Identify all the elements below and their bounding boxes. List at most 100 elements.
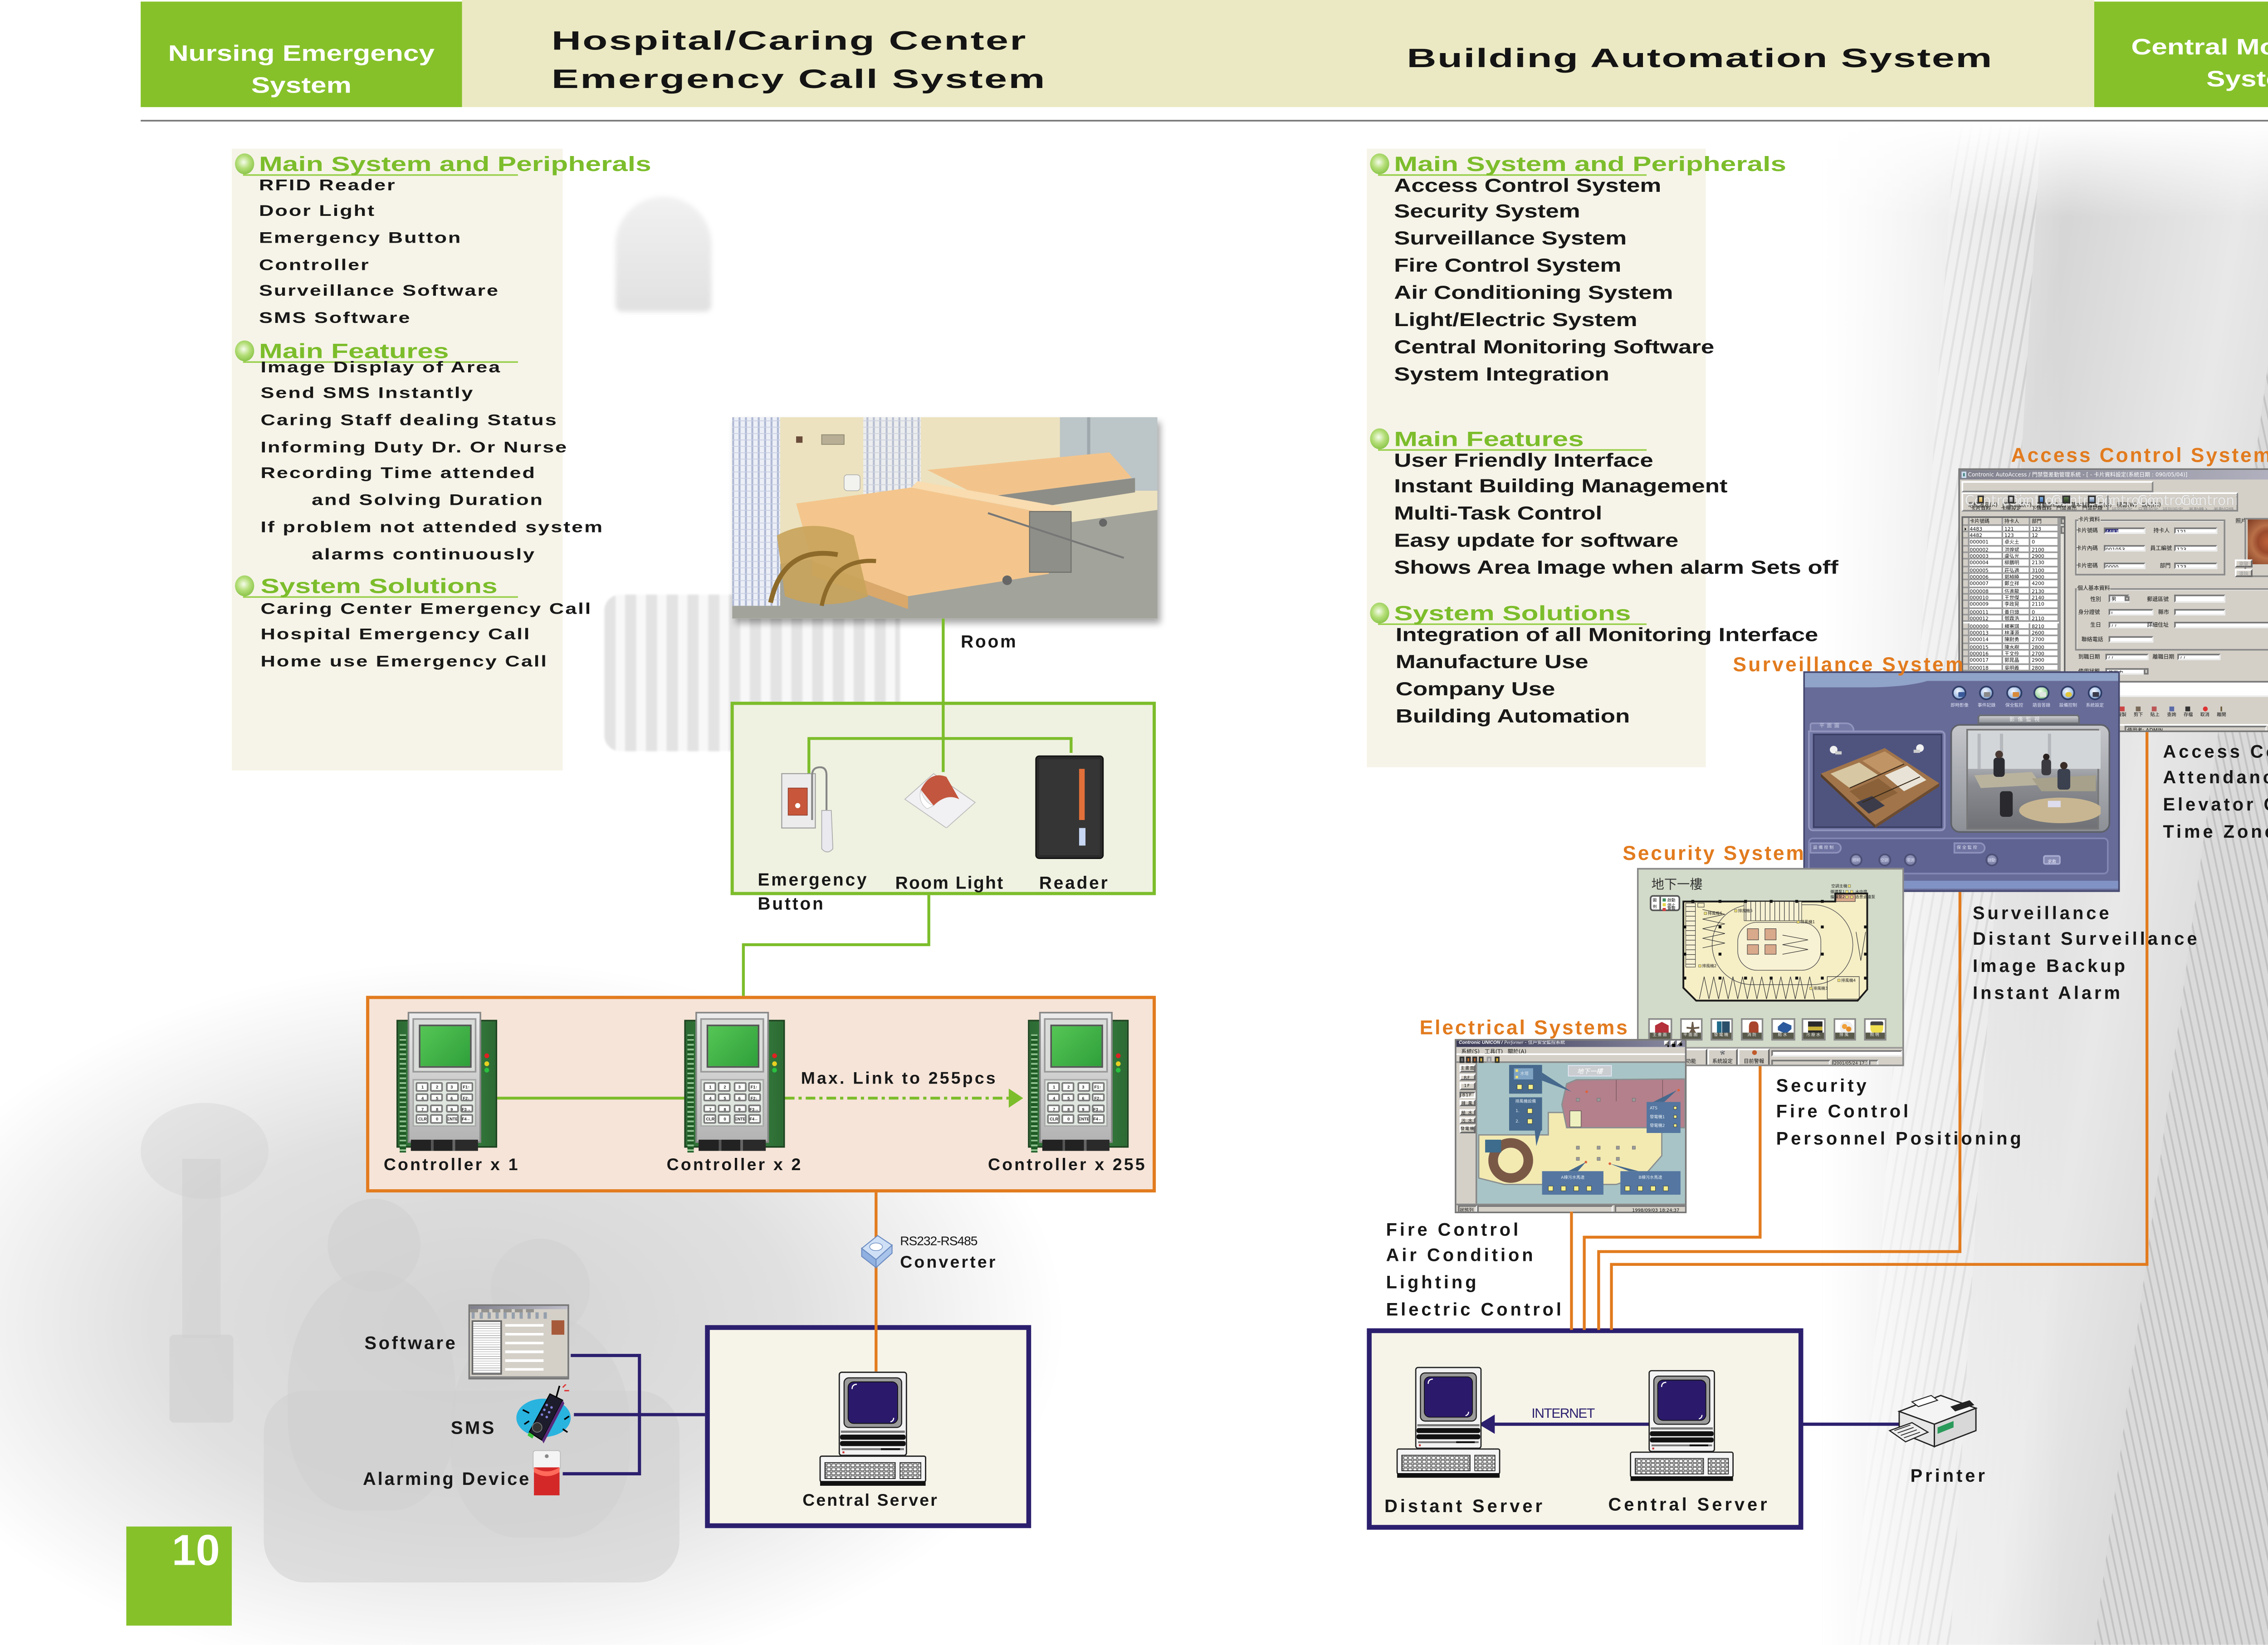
help-icon[interactable] <box>1494 1057 1500 1063</box>
system-settings-icon[interactable] <box>2087 686 2102 701</box>
clear-photo-button[interactable]: 清除 <box>2235 568 2253 577</box>
sidebar-button[interactable]: 給 水 <box>1458 1108 1476 1116</box>
toolbar-icon[interactable] <box>1458 1057 1465 1063</box>
sidebar-button[interactable]: 污 水 <box>1458 1117 1476 1125</box>
keypad-key[interactable]: 9 <box>733 1103 746 1113</box>
keypad-key[interactable]: ENTER <box>733 1114 746 1123</box>
birthday-input[interactable]: / / <box>2108 621 2154 629</box>
column-header[interactable]: 卡片號碼 <box>1969 517 2004 526</box>
security-monitor-icon[interactable] <box>2007 686 2022 701</box>
column-header[interactable]: 部門 <box>2031 517 2059 526</box>
menu-item[interactable]: 視窗(W) <box>2116 502 2137 508</box>
keypad-key[interactable]: F1↑ <box>459 1083 473 1092</box>
keypad-key[interactable]: F3→ <box>748 1103 761 1113</box>
exit-button[interactable]: 離開 <box>2213 706 2230 720</box>
id-number-input[interactable]: L <box>2108 608 2154 616</box>
keypad-key[interactable]: F3→ <box>1091 1103 1105 1113</box>
keypad-key[interactable]: 7 <box>416 1103 429 1113</box>
hire-date-input[interactable]: / / <box>2105 653 2149 661</box>
city-input[interactable] <box>2174 608 2225 616</box>
sidebar-button[interactable]: 主畫面 <box>1458 1065 1476 1072</box>
column-header[interactable]: 持卡人 <box>2004 517 2031 526</box>
keypad-key[interactable]: 1 <box>416 1083 429 1092</box>
menu-item[interactable]: 關於(A) <box>1507 1048 1527 1054</box>
keypad-key[interactable]: 6 <box>733 1093 746 1102</box>
keypad-key[interactable]: 2 <box>718 1083 732 1092</box>
keypad-key[interactable]: 2 <box>430 1083 444 1092</box>
lighting-tile[interactable]: 照明 <box>1863 1018 1887 1041</box>
keypad-key[interactable]: 9 <box>445 1103 459 1113</box>
sidebar-button[interactable]: 1F <box>1458 1082 1476 1090</box>
toolbar-button[interactable]: 門禁進出 <box>2054 494 2079 510</box>
keypad-key[interactable]: CLR <box>704 1114 717 1123</box>
exhaust-tile[interactable]: 排風 <box>1833 1018 1856 1041</box>
toolbar-button[interactable]: 下傳資料 <box>2028 494 2054 510</box>
keypad-key[interactable]: 8 <box>430 1103 444 1113</box>
menu-item[interactable]: 說明(H) <box>2141 502 2161 508</box>
sidebar-button[interactable]: RF <box>1458 1074 1476 1081</box>
sidebar-button-active[interactable]: B1F <box>1458 1091 1476 1098</box>
toolbar-icon[interactable] <box>1486 1057 1492 1063</box>
sidebar-button[interactable]: 排 風 <box>1458 1100 1476 1107</box>
keypad-key[interactable]: F2↓ <box>459 1093 473 1102</box>
keypad-key[interactable]: ENTER <box>1076 1114 1090 1123</box>
keypad-key[interactable]: 5 <box>1062 1093 1075 1102</box>
menu-item[interactable]: 工具(T) <box>1484 1048 1503 1054</box>
scroll-up-icon[interactable] <box>2061 518 2064 525</box>
card-password-input[interactable]: 0000 <box>2103 562 2145 570</box>
query-button[interactable]: 查詢 <box>2163 706 2180 720</box>
sidebar-button[interactable]: 發電機 <box>1458 1126 1476 1133</box>
keypad-key[interactable]: F4← <box>1091 1114 1105 1123</box>
home-tile[interactable]: 主畫面 <box>1648 1018 1672 1041</box>
video-tab[interactable] <box>1977 714 2080 724</box>
keypad-key[interactable]: 5 <box>718 1093 732 1102</box>
keypad-key[interactable]: 4 <box>1047 1093 1061 1102</box>
water-supply-tile[interactable]: 給水 <box>1771 1018 1795 1041</box>
keypad-key[interactable]: 3 <box>445 1083 459 1092</box>
menu-item[interactable]: 系統(S) <box>1461 1048 1480 1054</box>
keypad-key[interactable]: 4 <box>704 1093 717 1102</box>
leave-date-input[interactable]: / / <box>2177 653 2220 661</box>
keypad-key[interactable]: F2↓ <box>748 1093 761 1102</box>
chevron-down-icon[interactable] <box>2124 596 2129 602</box>
save-button[interactable]: 存檔 <box>2180 706 2197 720</box>
keypad-key[interactable]: 9 <box>1076 1103 1090 1113</box>
menu-item[interactable]: 系統設定(X) <box>1968 502 1998 508</box>
keypad-key[interactable]: F2↓ <box>1091 1093 1105 1102</box>
browse-photo-button[interactable]: 瀏覽 <box>2235 559 2253 568</box>
toolbar-icon[interactable] <box>1471 1057 1477 1063</box>
card-holder-input[interactable]: 121 <box>2174 527 2218 535</box>
toolbar-button[interactable]: 卡機設定 <box>1998 494 2024 510</box>
keypad-key[interactable]: 0 <box>718 1114 732 1123</box>
device-control-icon[interactable] <box>2061 686 2076 701</box>
cut-button[interactable]: 剪下 <box>2130 706 2147 720</box>
floorplan-tile[interactable]: 平面圖 <box>1679 1018 1703 1041</box>
toolbar-button[interactable]: 門禁記錄 <box>2080 494 2105 510</box>
keypad-key[interactable]: 0 <box>430 1114 444 1123</box>
generator-tile[interactable]: 發電機 <box>1710 1018 1734 1041</box>
toolbar-button[interactable]: 卡片資料 <box>1968 494 1993 510</box>
keypad-key[interactable]: 2 <box>1062 1083 1075 1092</box>
keypad-key[interactable]: CLR <box>416 1114 429 1123</box>
keypad-key[interactable]: 6 <box>1076 1093 1090 1102</box>
card-number-input[interactable]: 4483 <box>2103 527 2145 535</box>
address-input[interactable] <box>2174 621 2268 629</box>
keypad-key[interactable]: 7 <box>704 1103 717 1113</box>
live-video-icon[interactable] <box>1952 686 1967 701</box>
keypad-key[interactable]: F1↑ <box>748 1083 761 1092</box>
